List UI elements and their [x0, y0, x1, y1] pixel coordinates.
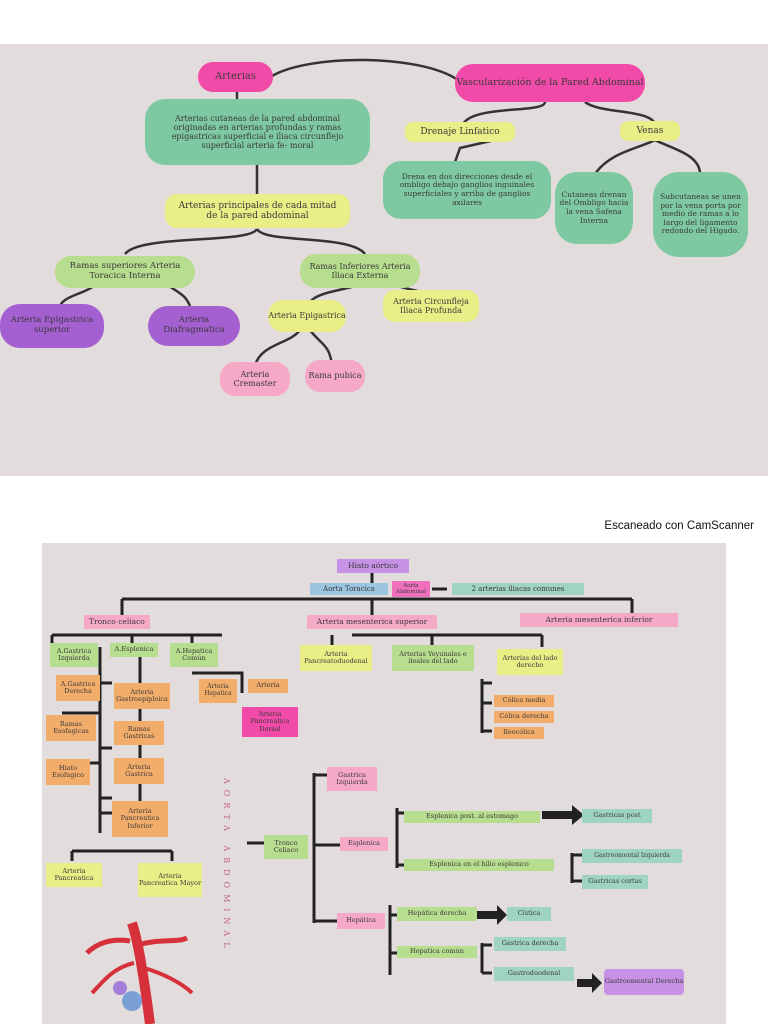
node-gastrica-izquierda-2: Gastrica Izquierda [327, 767, 377, 791]
node-esplenica-post: Esplenica post. al estomago [404, 811, 540, 823]
node-hiato-aortico: Hiato aórtico [337, 559, 409, 573]
node-hepatica-derecha: Hepática derecha [397, 907, 477, 921]
node-epigastrica-superior: Arteria Epigastrica superior [0, 304, 104, 348]
node-venas-cutaneas: Cutaneas drenan del Ombligo hacia la ven… [555, 172, 633, 244]
node-ramas-gastricas: Ramas Gastricas [114, 721, 164, 745]
node-esplenica: A.Esplenica [110, 643, 158, 657]
node-rama-pubica: Rama pubica [305, 360, 365, 392]
node-pancreatica-mayor: Arteria Pancreatica Mayor [138, 863, 202, 897]
node-ramas-superiores: Ramas superiores Arteria Toracica Intern… [55, 256, 195, 288]
node-hepatica-comun: A.Hepatica Común [170, 643, 218, 667]
node-tronco-celiaco: Tronco Celiaco [264, 835, 308, 859]
node-arterias-principales: Arterias principales de cada mitad de la… [165, 194, 350, 228]
node-arteria-hepatica: Arteria Hepatica [199, 679, 237, 703]
node-hepatica-comun-2: Hepatica común [397, 946, 477, 958]
node-venas-subcutaneas: Subcutaneas se unen por la vena porta po… [653, 172, 748, 257]
vertical-label-aorta-abdominal: AORTA ABDOMINAL [222, 778, 231, 954]
node-gastroomental-derecha: Gastroomental Derecha [604, 969, 684, 995]
node-gastroduodenal: Gastroduodenal [494, 967, 574, 981]
node-ramas-inferiores: Ramas Inferiores Arteria Iliaca Externa [300, 254, 420, 288]
node-gastricas-cortas: Gastricas cortas [582, 875, 648, 889]
node-esplenica-2: Esplenica [340, 837, 388, 851]
node-lado-derecho: Arterias del lado derecho [497, 649, 563, 675]
node-arteria: Arteria [248, 679, 288, 693]
node-pancreatica-inferior: Arteria Pancreatica Inferior [112, 801, 168, 837]
node-esplenica-hilio: Esplenica en el hilio esplenico [404, 859, 554, 871]
concept-map-page-2: Hiato aórtico Aorta Toracica Aorta Abdom… [42, 543, 726, 1024]
node-hiato-esofagico: Hiato Esofagico [46, 759, 90, 785]
node-ileocolica: Ileocólica [494, 727, 544, 739]
node-gastrica-derecha-2: Gastrica derecha [494, 937, 566, 951]
node-colica-media: Cólica media [494, 695, 554, 707]
node-gastricas-post: Gastricas post [582, 809, 652, 823]
node-arterias-cutaneas: Arterias cutaneas de la pared abdominal … [145, 99, 370, 165]
node-cistica: Cística [507, 907, 551, 921]
node-circunfleja: Arteria Circunfleja Iliaca Profunda [383, 290, 479, 322]
node-pancreatoduodenal: Arteria Pancreatoduodenal [300, 645, 372, 671]
node-arteria-pancreatica: Arteria Pancreatica [46, 863, 102, 887]
node-yeyunales: Arterias Yeyunales e ileales del lado [392, 645, 474, 671]
node-hepatica-2: Hepática [337, 913, 385, 929]
node-cremaster: Arteria Cremaster [220, 362, 290, 396]
node-iliacas-comunes: 2 arterias iliacas comunes [452, 583, 584, 595]
node-mesenterica-superior: Arteria mesenterica superior [307, 615, 437, 629]
aorta-illustration [85, 921, 194, 1024]
node-vascularizacion: Vascularización de la Pared Abdominal [455, 64, 645, 102]
node-drenaje-descripcion: Drena en dos direcciones desde el omblig… [383, 161, 551, 219]
node-gastroomental-izquierda: Gastroomental Izquierda [582, 849, 682, 863]
node-colica-derecha: Cólica derecha [494, 711, 554, 723]
node-arteria-gastrica: Arteria Gastrica [114, 758, 164, 784]
concept-map-page-1: Arterias Vascularización de la Pared Abd… [0, 44, 768, 476]
node-epigastrica: Arteria Epigastrica [268, 300, 346, 332]
node-aorta-toracica: Aorta Toracica [310, 583, 388, 595]
node-mesenterica-inferior: Arteria mesenterica inferior [520, 613, 678, 627]
node-tronco-celiaco-top: Tronco celiaco [84, 615, 150, 629]
scanner-caption: Escaneado con CamScanner [604, 520, 754, 532]
node-aorta-abdominal: Aorta Abdominal [392, 581, 430, 597]
node-ramas-esofagicas: Ramas Esofagicas [46, 715, 96, 741]
node-drenaje-linfatico: Drenaje Linfatico [405, 122, 515, 142]
node-gastrica-derecha: A.Gastrica Derecha [56, 675, 100, 701]
node-arterias: Arterias [198, 62, 273, 92]
node-gastrica-izquierda: A.Gastrica Izquierda [50, 643, 98, 667]
node-diafragmatica: Arteria Diafragmatica [148, 306, 240, 346]
node-pancreatica-dorsal: Arteria Pancreatica Dorsal [242, 707, 298, 737]
node-gastroepiploica: Arteria Gastroepiploica [114, 683, 170, 709]
node-venas: Venas [620, 121, 680, 141]
